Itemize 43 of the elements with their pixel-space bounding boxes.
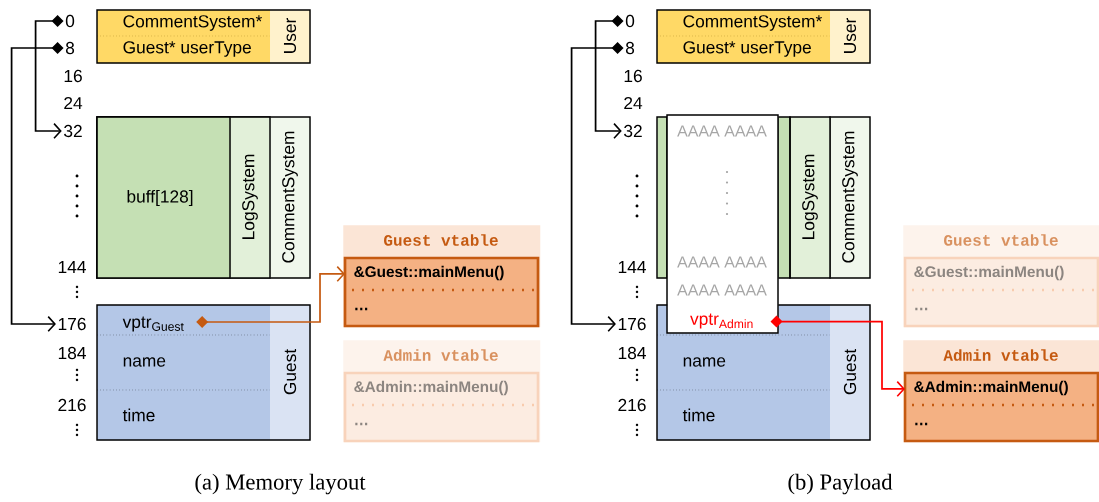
field-label: name <box>123 357 166 367</box>
offset-label: 32 <box>624 124 642 138</box>
offset-label: 216 <box>58 398 86 412</box>
field-label: CommentSystem* <box>123 15 262 31</box>
offset-label: 24 <box>624 96 643 110</box>
payload-box: AAAA AAAA AAAA AAAA AAAA AAAA vptr$_{Admin}$ <box>666 114 779 334</box>
caption: (a) Memory layout <box>195 473 366 495</box>
offset-label: 32 <box>64 124 82 138</box>
buffer-box <box>656 116 668 279</box>
offset-label: 176 <box>58 317 86 331</box>
offset-label: 8 <box>65 41 75 55</box>
field-label: time <box>682 408 715 422</box>
offset-label: 0 <box>625 14 635 28</box>
arrow <box>34 15 64 140</box>
offset-label: 184 <box>618 346 646 360</box>
offset-label: 24 <box>64 96 83 110</box>
offset-label: 0 <box>65 14 75 28</box>
offset-label: 8 <box>625 41 635 55</box>
vtable-entry: &Guest::mainMenu() … <box>903 256 1099 328</box>
vtable-entry: &Guest::mainMenu() … <box>343 256 540 328</box>
field-label: vptr$_{Guest}$ <box>122 316 184 332</box>
offset-label: 16 <box>624 69 642 83</box>
field-label: Guest* userType <box>123 41 251 57</box>
offset-label: 184 <box>58 346 86 360</box>
arrow <box>594 15 624 140</box>
field-label: time <box>122 408 155 422</box>
struct-box: LogSystem <box>777 116 831 279</box>
offset-label: 216 <box>618 398 646 412</box>
struct-box: CommentSystem <box>829 116 871 279</box>
arrow <box>570 42 624 333</box>
arrow <box>10 42 64 333</box>
field-label: CommentSystem* <box>683 15 822 31</box>
field-label: Guest* userType <box>683 41 811 57</box>
offset-label: 16 <box>64 69 82 83</box>
buffer-box: buff[128] <box>96 116 231 279</box>
vtable-entry: &Admin::mainMenu() … <box>343 371 540 443</box>
vtable-entry: &Admin::mainMenu() … <box>903 371 1099 443</box>
caption: (b) Payload <box>788 473 893 495</box>
arrow <box>770 315 905 398</box>
arrow <box>196 265 345 328</box>
offset-label: 144 <box>618 261 646 273</box>
field-label: name <box>683 357 726 367</box>
offset-label: 176 <box>618 317 646 331</box>
